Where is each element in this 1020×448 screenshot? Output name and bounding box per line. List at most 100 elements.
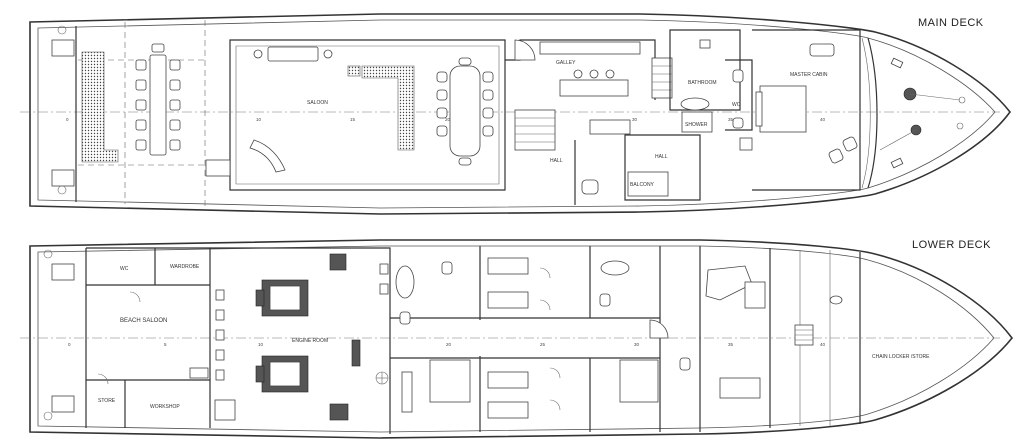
main-hall-wc bbox=[581, 179, 599, 195]
main-deck: MAIN DECK 0 5 10 15 20 25 30 35 40 bbox=[20, 13, 1012, 215]
lower-scale-25: 25 bbox=[540, 342, 546, 347]
lower-engine-room-label: ENGINE ROOM bbox=[292, 338, 328, 344]
main-balcony-box bbox=[627, 171, 669, 197]
lower-wc-label: WC bbox=[120, 266, 129, 272]
main-hall-aft-label: HALL bbox=[655, 154, 668, 160]
lower-scale-0: 0 bbox=[68, 342, 71, 347]
lower-crew-table bbox=[744, 281, 766, 309]
lower-pump bbox=[351, 339, 361, 367]
lower-crew-sofa bbox=[705, 265, 753, 301]
main-shower-box bbox=[681, 111, 713, 133]
lower-engine-1 bbox=[255, 279, 309, 317]
main-aft-stair-top bbox=[51, 39, 75, 57]
main-galley-label: GALLEY bbox=[556, 60, 576, 66]
lower-toilet-1 bbox=[441, 261, 453, 275]
lower-bathtub-2 bbox=[600, 260, 630, 276]
lower-beach-counter bbox=[189, 367, 209, 379]
main-lamp-1 bbox=[253, 49, 263, 59]
main-dining-table bbox=[449, 65, 481, 157]
lower-bed-2 bbox=[487, 291, 529, 309]
lower-aft-stair-bottom bbox=[51, 395, 75, 413]
lower-engine-stair bbox=[214, 399, 236, 421]
lower-electric-panels bbox=[215, 263, 389, 381]
main-fwd-stair bbox=[651, 57, 673, 99]
lower-bed-5 bbox=[487, 401, 529, 419]
lower-crew-bunk bbox=[719, 377, 761, 399]
lower-toilet-2 bbox=[599, 293, 611, 307]
main-lamp-2 bbox=[323, 49, 333, 59]
main-galley-island bbox=[559, 79, 629, 97]
main-saloon-inner bbox=[235, 45, 500, 185]
main-master-chair-2 bbox=[842, 136, 858, 152]
main-scale-35: 35 bbox=[728, 117, 734, 122]
main-stairwell bbox=[514, 109, 556, 151]
lower-bed-6 bbox=[619, 359, 659, 403]
lower-engine-walls bbox=[210, 247, 391, 434]
main-aft-hall-walls bbox=[624, 134, 701, 201]
main-cleat-1 bbox=[890, 57, 904, 69]
main-saloon-pouf bbox=[347, 65, 361, 77]
main-stool-1 bbox=[573, 69, 583, 79]
lower-bed-3 bbox=[429, 359, 471, 403]
main-scale-10: 10 bbox=[256, 117, 262, 122]
main-cleat-2 bbox=[890, 157, 904, 169]
main-wc-walls bbox=[725, 59, 753, 131]
main-bollard-port bbox=[57, 25, 67, 35]
main-aft-sofa bbox=[81, 51, 119, 163]
main-saloon-entry bbox=[205, 159, 231, 177]
main-saloon-label: SALOON bbox=[307, 100, 328, 106]
main-aft-dining-table bbox=[149, 54, 167, 156]
main-spiral-stair bbox=[514, 39, 536, 61]
lower-scale-5: 5 bbox=[164, 342, 167, 347]
main-deck-fore-bulkhead-inner bbox=[861, 37, 871, 189]
main-hall-label: HALL bbox=[550, 158, 563, 164]
lower-scale-30: 30 bbox=[634, 342, 640, 347]
main-master-sofa bbox=[809, 43, 835, 57]
lower-workshop-label: WORKSHOP bbox=[150, 404, 180, 410]
lower-crew-toilet bbox=[679, 357, 691, 371]
main-aft-chairs bbox=[135, 43, 181, 151]
main-saloon-sofa-top bbox=[267, 46, 319, 62]
lower-aft-stair-top bbox=[51, 263, 75, 281]
main-saloon-l-sofa bbox=[361, 65, 415, 151]
main-deck-fore-bulkhead bbox=[867, 37, 878, 189]
lower-bed-1 bbox=[487, 257, 529, 275]
main-wc-sink bbox=[732, 117, 744, 129]
main-stool-2 bbox=[589, 69, 599, 79]
lower-beach-saloon-label: BEACH SALOON bbox=[120, 318, 167, 324]
lower-store-label: STORE bbox=[98, 398, 116, 404]
main-scale-15: 15 bbox=[350, 117, 356, 122]
lower-scale-35: 35 bbox=[728, 342, 734, 347]
main-shower-label: SHOWER bbox=[685, 122, 708, 128]
main-master-chair-1 bbox=[828, 148, 844, 164]
main-deck-title: MAIN DECK bbox=[918, 17, 984, 29]
main-master-bed bbox=[759, 85, 807, 133]
main-galley-appliances bbox=[589, 119, 631, 135]
main-scale-40: 40 bbox=[820, 117, 826, 122]
main-stool-3 bbox=[605, 69, 615, 79]
main-saloon-walls bbox=[229, 39, 506, 191]
main-bathroom-label: BATHROOM bbox=[688, 80, 717, 86]
main-scale-20: 20 bbox=[445, 117, 451, 122]
main-dining-chairs bbox=[436, 57, 494, 166]
main-saloon-bar bbox=[249, 139, 286, 173]
lower-toilet-3 bbox=[399, 311, 411, 325]
main-scale-0: 0 bbox=[66, 117, 69, 122]
lower-generator-2 bbox=[329, 403, 349, 421]
lower-chain-locker-label: CHAIN LOCKER /STORE bbox=[872, 354, 930, 360]
main-bathroom-walls bbox=[669, 29, 741, 111]
lower-generator-1 bbox=[329, 253, 347, 271]
main-wc-label: WC bbox=[732, 102, 741, 108]
lower-spiral-stair bbox=[649, 319, 669, 339]
main-galley-counter bbox=[539, 41, 641, 55]
main-master-label: MASTER CABIN bbox=[790, 72, 828, 78]
lower-scale-20: 20 bbox=[446, 342, 452, 347]
main-master-desk bbox=[739, 137, 753, 151]
main-master-walls bbox=[752, 29, 861, 191]
main-bathtub bbox=[680, 97, 710, 111]
lower-bed-4 bbox=[487, 371, 529, 389]
lower-scale-40: 40 bbox=[820, 342, 826, 347]
main-aft-stair-bottom bbox=[51, 169, 75, 187]
lower-crew-sink bbox=[829, 295, 843, 305]
